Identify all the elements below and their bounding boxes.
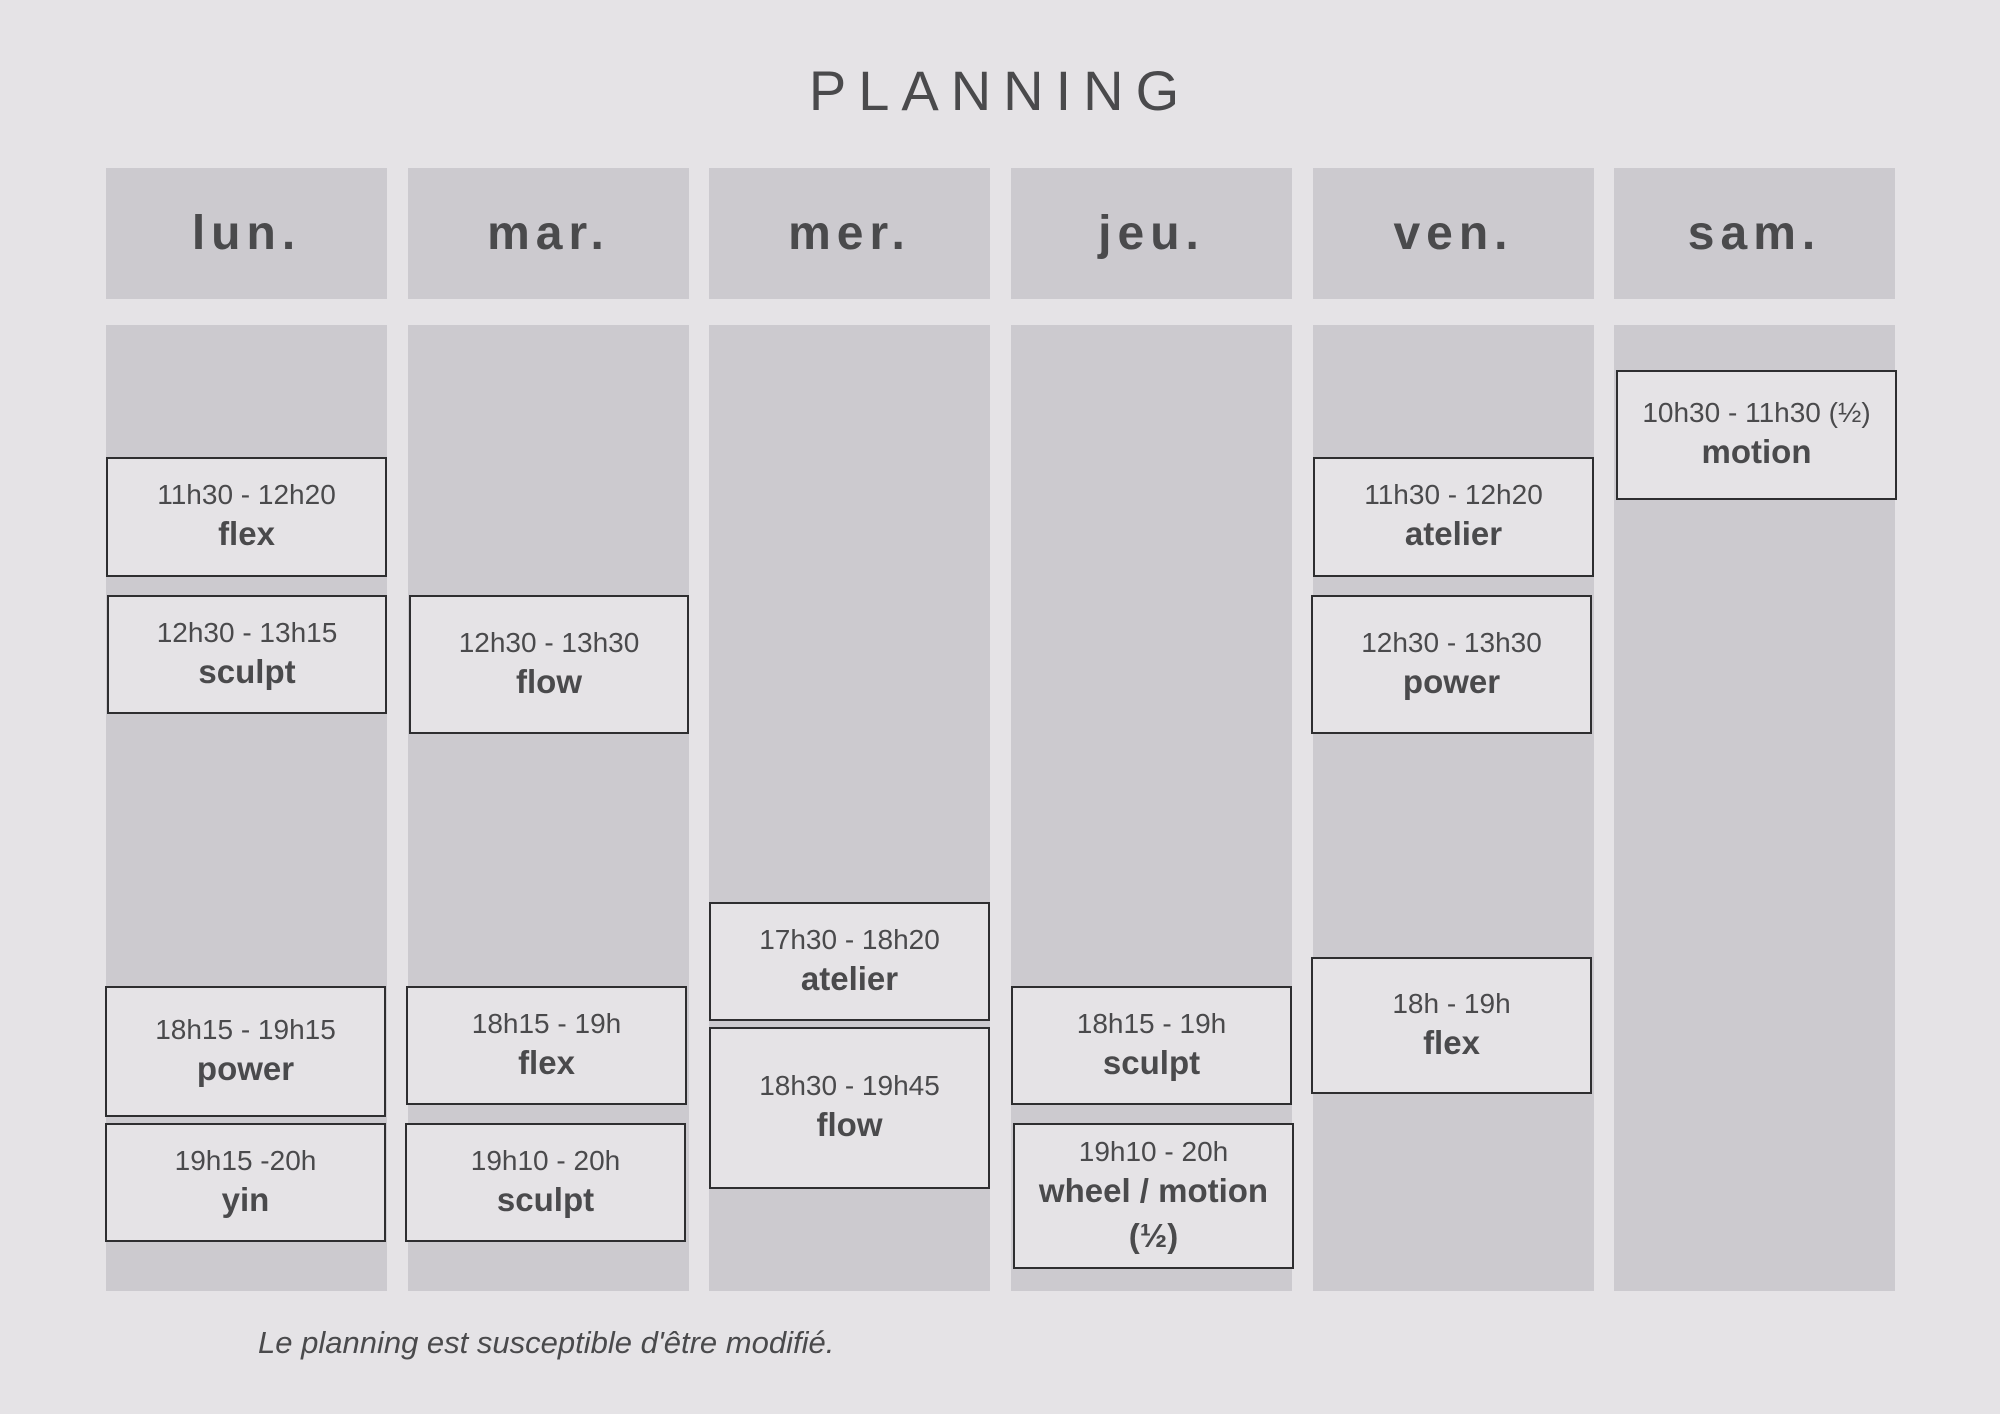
slot-class-name: wheel / motion (½): [1038, 1171, 1269, 1254]
slot-time: 19h10 - 20h: [1078, 1135, 1229, 1167]
footnote: Le planning est susceptible d'être modif…: [258, 1325, 835, 1360]
slot-class-name: motion: [1701, 433, 1812, 471]
class-slot[interactable]: 18h15 - 19h flex: [406, 986, 687, 1105]
day-header-mer: mer.: [709, 168, 990, 299]
slot-time: 19h10 - 20h: [470, 1144, 621, 1176]
class-slot[interactable]: 11h30 - 12h20 atelier: [1313, 457, 1594, 577]
slot-class-name: sculpt: [1102, 1043, 1201, 1081]
slot-class-name: sculpt: [496, 1180, 595, 1218]
class-slot[interactable]: 19h15 -20h yin: [105, 1123, 386, 1242]
slot-class-name: power: [196, 1049, 295, 1087]
class-slot[interactable]: 18h15 - 19h sculpt: [1011, 986, 1292, 1105]
slot-class-name: atelier: [800, 959, 899, 997]
slot-time: 19h15 -20h: [174, 1144, 317, 1176]
day-header-jeu: jeu.: [1011, 168, 1292, 299]
slot-class-name: power: [1402, 662, 1501, 700]
slot-time: 18h15 - 19h15: [155, 1013, 336, 1045]
class-slot[interactable]: 11h30 - 12h20 flex: [106, 457, 387, 577]
class-slot[interactable]: 18h30 - 19h45 flow: [709, 1027, 990, 1189]
class-slot[interactable]: 12h30 - 13h30 power: [1311, 595, 1592, 734]
slot-time: 12h30 - 13h15: [156, 616, 338, 648]
day-header-sam: sam.: [1614, 168, 1895, 299]
day-header-lun: lun.: [106, 168, 387, 299]
class-slot[interactable]: 18h - 19h flex: [1311, 957, 1592, 1094]
slot-class-name: flow: [516, 662, 582, 700]
slot-class-name: flex: [518, 1043, 575, 1081]
slot-time: 11h30 - 12h20: [157, 479, 336, 511]
slot-time: 18h30 - 19h45: [759, 1070, 940, 1102]
slot-time: 18h15 - 19h: [471, 1007, 622, 1039]
class-slot[interactable]: 18h15 - 19h15 power: [105, 986, 386, 1117]
class-slot[interactable]: 19h10 - 20h wheel / motion (½): [1013, 1123, 1294, 1269]
class-slot[interactable]: 17h30 - 18h20 atelier: [709, 902, 990, 1021]
day-header-mar: mar.: [408, 168, 689, 299]
class-slot[interactable]: 12h30 - 13h30 flow: [409, 595, 689, 734]
slot-time: 12h30 - 13h30: [1361, 626, 1542, 658]
class-slot[interactable]: 19h10 - 20h sculpt: [405, 1123, 686, 1242]
slot-time: 10h30 - 11h30 (½): [1642, 397, 1871, 429]
class-slot[interactable]: 10h30 - 11h30 (½) motion: [1616, 370, 1897, 500]
page-title: PLANNING: [808, 59, 1192, 122]
day-header-ven: ven.: [1313, 168, 1594, 299]
slot-class-name: yin: [221, 1180, 270, 1218]
slot-class-name: atelier: [1404, 515, 1503, 553]
slot-time: 17h30 - 18h20: [759, 923, 940, 955]
slot-time: 18h15 - 19h: [1076, 1007, 1227, 1039]
slot-class-name: sculpt: [198, 652, 296, 690]
class-slot[interactable]: 12h30 - 13h15 sculpt: [107, 595, 387, 714]
slot-time: 12h30 - 13h30: [458, 626, 640, 658]
slot-class-name: flex: [1423, 1023, 1480, 1061]
slot-time: 11h30 - 12h20: [1364, 479, 1543, 511]
slot-time: 18h - 19h: [1392, 987, 1511, 1019]
slot-class-name: flow: [816, 1106, 883, 1144]
slot-class-name: flex: [218, 515, 275, 553]
